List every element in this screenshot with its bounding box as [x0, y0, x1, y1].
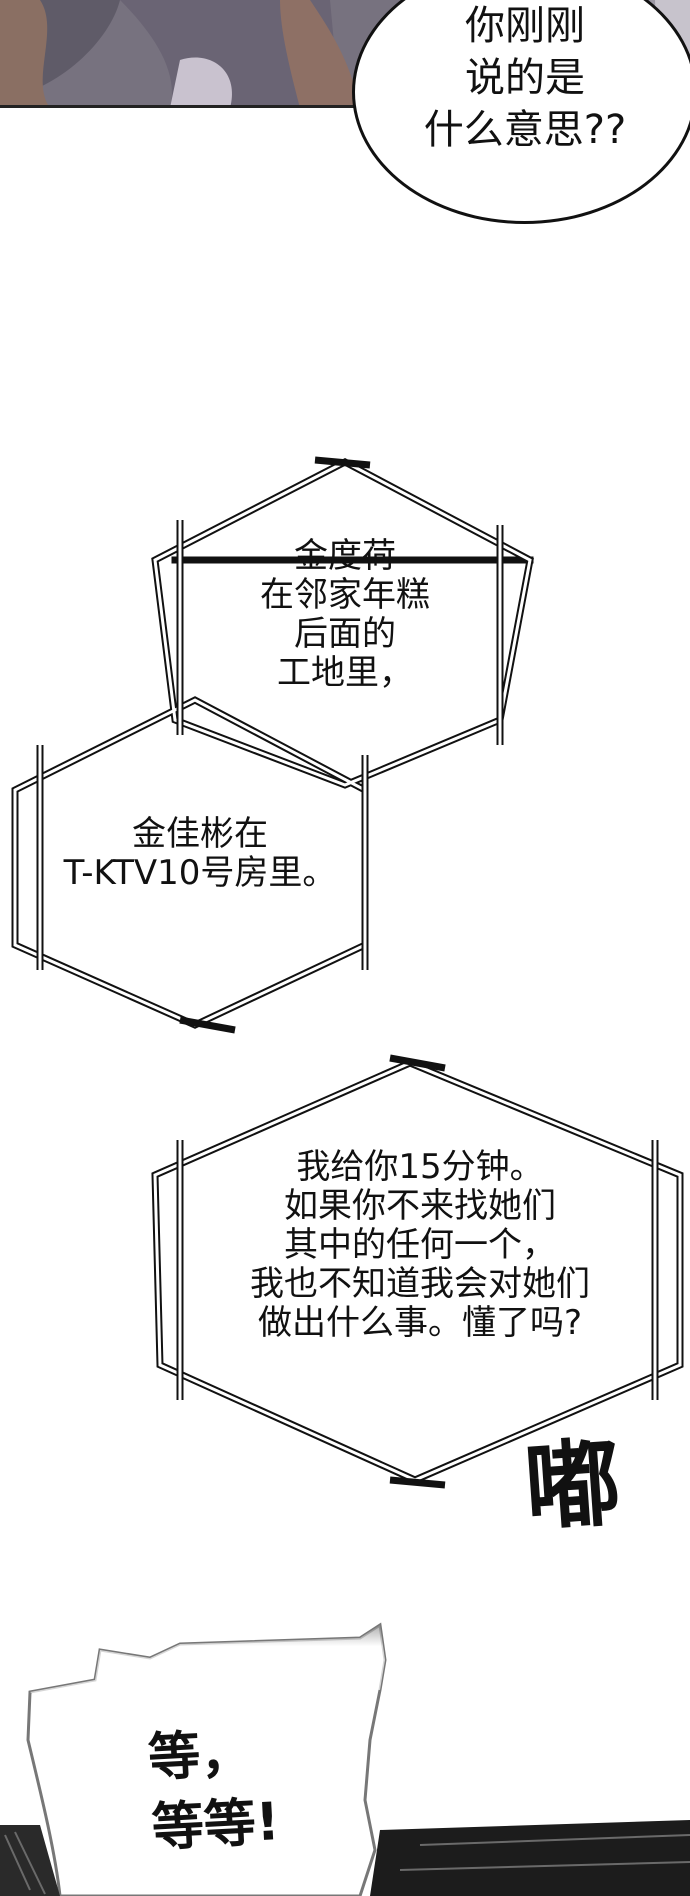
bubble-line: 等，: [146, 1723, 254, 1789]
hex-bubble-threat: 我给你15分钟。 如果你不来找她们 其中的任何一个， 我也不知道我会对她们 做出…: [205, 1148, 635, 1343]
bubble-line: 工地里，: [277, 653, 413, 693]
sound-effect-beep: 嘟: [520, 1425, 621, 1546]
hex-bubble-location-top: 金度荷 在邻家年糕 后面的 工地里，: [220, 537, 470, 693]
bubble-line: 做出什么事。懂了吗?: [257, 1303, 583, 1343]
bubble-line: 金度荷: [294, 536, 396, 576]
shout-bubble-frame: [0, 1622, 690, 1896]
bubble-line: 说的是: [465, 55, 585, 101]
bubble-line: 在邻家年糕: [260, 575, 430, 615]
shout-bubble-text: 等， 等等!: [146, 1712, 373, 1863]
bubble-line: T-KTV10号房里。: [63, 853, 337, 893]
bubble-line: 我给你15分钟。: [296, 1147, 544, 1187]
hex-bubble-location-bottom: 金佳彬在 T-KTV10号房里。: [50, 815, 350, 893]
bubble-line: 等等!: [150, 1792, 282, 1859]
bubble-line: 金佳彬在: [132, 814, 268, 854]
bubble-line: 什么意思??: [423, 107, 627, 153]
bubble-line: 其中的任何一个，: [284, 1225, 556, 1265]
speech-bubble-question: 你刚刚 说的是 什么意思??: [380, 0, 670, 156]
bubble-line: 如果你不来找她们: [284, 1186, 556, 1226]
bubble-line: 后面的: [294, 614, 396, 654]
bubble-line: 你刚刚: [465, 3, 585, 49]
speech-bubble-oval: [352, 0, 690, 224]
bubble-line: 我也不知道我会对她们: [250, 1264, 590, 1304]
panel-border: [0, 105, 690, 108]
